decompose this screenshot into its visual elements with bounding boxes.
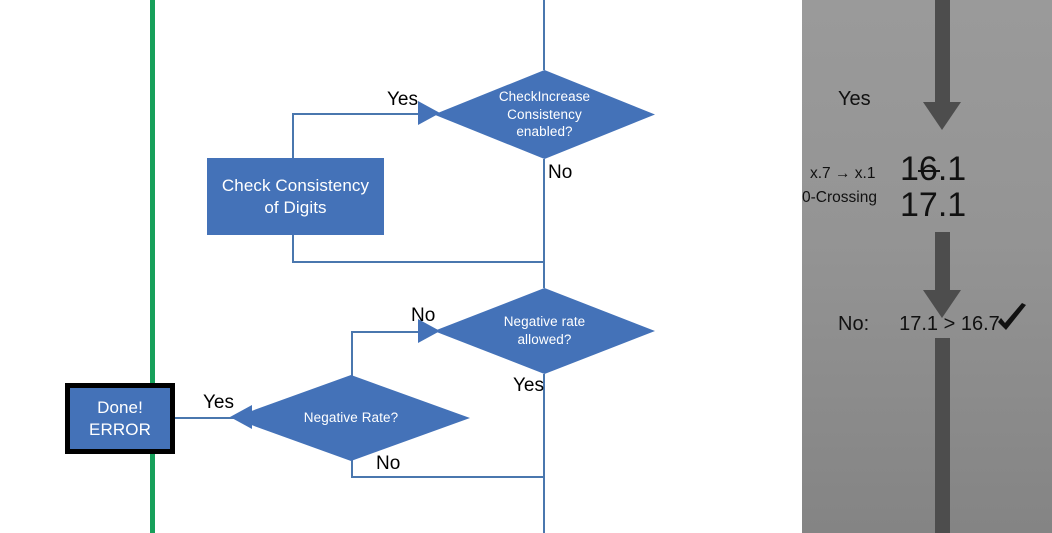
process-check-consistency-of-digits[interactable]: Check Consistency of Digits (207, 158, 384, 235)
check-mark-icon (998, 303, 1026, 330)
green-divider-line (150, 0, 155, 533)
connector-no-checkincrease (543, 159, 545, 288)
panel-value-struck: 16.1 (900, 152, 966, 186)
panel-value-struck-suffix: .1 (937, 150, 967, 188)
panel-value-struck-digit: 6 (918, 150, 938, 188)
connector-no-negrate-allowed-v (351, 331, 353, 379)
connector-yes-negative-rate (175, 417, 237, 419)
edge-label-no-negative-rate-allowed: No (411, 305, 436, 326)
decision-negative-rate-allowed[interactable]: Negative rate allowed? (434, 288, 655, 374)
diamond-shape-icon (434, 70, 655, 159)
panel-value-current: 17.1 (900, 186, 967, 224)
connector-yes-checkincrease-h (293, 113, 435, 115)
terminator-done-error[interactable]: Done! ERROR (65, 383, 175, 454)
annotation-panel: Yes x.7 → x.1 0-Crossing 16.1 17.1 No: 17… (802, 0, 1052, 533)
connector-no-negative-rate-h (351, 476, 545, 478)
connector-no-negrate-allowed-h (352, 331, 435, 333)
edge-label-yes-check-increase: Yes (387, 89, 418, 110)
process-check-consistency-line2: of Digits (264, 197, 327, 217)
diamond-shape-icon (434, 288, 655, 374)
decision-check-increase-consistency[interactable]: CheckIncrease Consistency enabled? (434, 70, 655, 159)
down-arrow-icon-middle (923, 232, 961, 324)
decision-negative-rate[interactable]: Negative Rate? (232, 375, 470, 461)
edge-label-no-negative-rate: No (376, 453, 401, 474)
edge-label-yes-negative-rate: Yes (203, 392, 234, 413)
panel-annotation-line2: 0-Crossing (802, 189, 877, 206)
arrowhead-no-negrate-allowed (418, 319, 440, 343)
panel-comparison-prefix: No: (838, 313, 870, 335)
panel-value-struck-prefix: 1 (900, 150, 919, 188)
edge-label-no-check-increase: No (548, 162, 573, 183)
arrowhead-yes-checkincrease (418, 101, 440, 125)
connector-spine-bottom (543, 476, 545, 533)
panel-comparison-row: No: 17.1 > 16.7 (838, 314, 1000, 334)
diamond-shape-icon (232, 375, 470, 461)
process-check-consistency-line1: Check Consistency (221, 175, 370, 195)
edge-label-yes-negative-rate-allowed: Yes (513, 375, 544, 396)
connector-no-negative-rate-v (351, 457, 353, 477)
panel-comparison-expression: 17.1 > 16.7 (899, 313, 1000, 335)
down-arrow-shaft-bottom (923, 338, 961, 533)
terminator-done-error-line2: ERROR (89, 419, 151, 439)
down-arrow-icon-top (923, 0, 961, 136)
connector-yes-negrate-allowed (543, 374, 545, 478)
panel-annotation-line1: x.7 → x.1 (810, 165, 876, 182)
connector-checkconsistency-return (292, 261, 545, 263)
terminator-done-error-line1: Done! (97, 397, 143, 417)
panel-yes-label: Yes (838, 88, 871, 110)
connector-spine-top (543, 0, 545, 70)
